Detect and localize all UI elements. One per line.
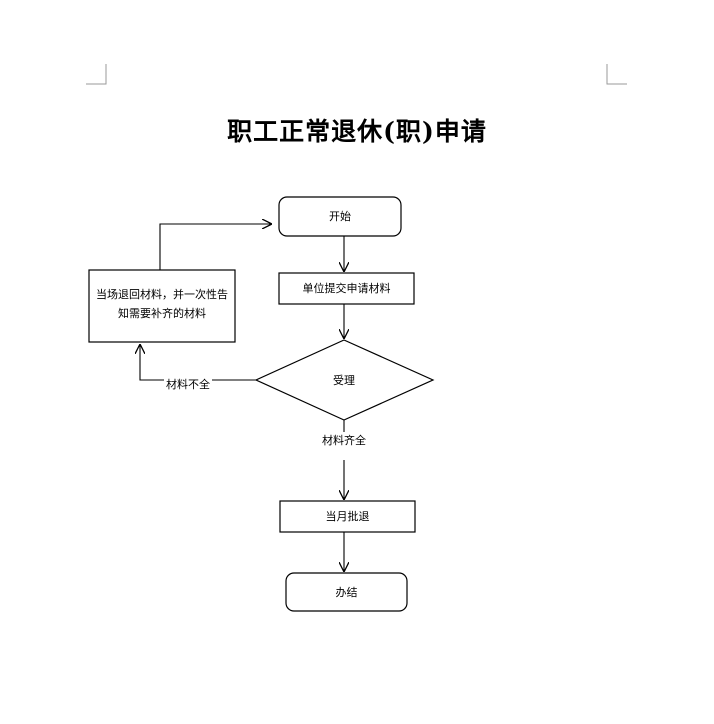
complete-label: 材料齐全 bbox=[322, 434, 366, 447]
submit-box bbox=[278, 272, 415, 305]
finish-terminal bbox=[285, 572, 408, 612]
arrow-return-to-start bbox=[159, 224, 272, 270]
submit-label: 单位提交申请材料 bbox=[302, 282, 391, 295]
page-title: 职工正常退休(职)申请 bbox=[227, 117, 487, 146]
corner-mark-left bbox=[86, 64, 107, 85]
start-terminal bbox=[278, 196, 402, 237]
corner-mark-right bbox=[606, 64, 627, 85]
arrow-incomplete-to-return bbox=[140, 344, 256, 381]
approve-label: 当月批退 bbox=[325, 510, 370, 523]
return-label-line1: 当场退回材料，并一次性告 bbox=[96, 288, 228, 301]
approve-box bbox=[279, 500, 416, 533]
start-label: 开始 bbox=[329, 210, 351, 223]
return-box bbox=[88, 269, 236, 343]
incomplete-label: 材料不全 bbox=[164, 378, 212, 391]
accept-label: 受理 bbox=[333, 373, 355, 387]
finish-label: 办结 bbox=[335, 585, 358, 599]
return-label-line2: 知需要补齐的材料 bbox=[118, 307, 206, 320]
